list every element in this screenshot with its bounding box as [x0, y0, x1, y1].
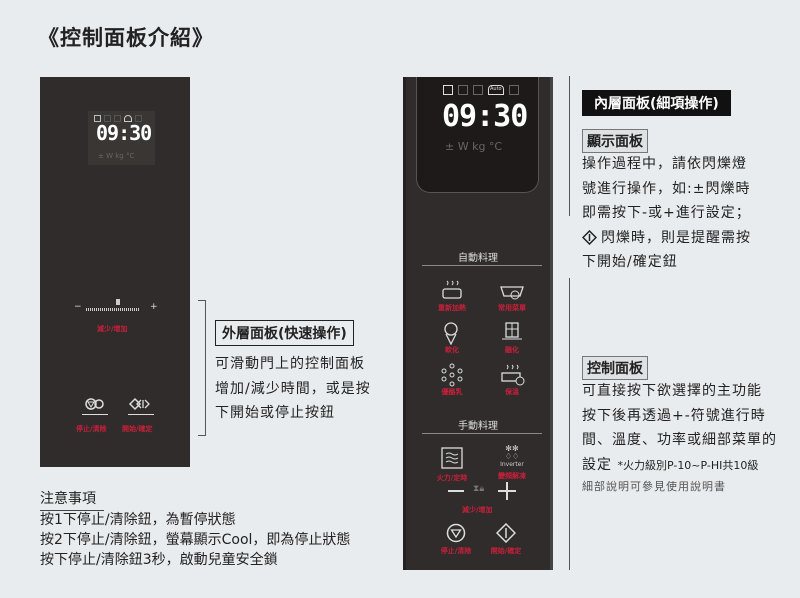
auto-section-title: 自動料理: [458, 253, 498, 264]
control-bracket: [569, 278, 570, 570]
inner-panel: Auto 09:30 ± W kg °C 自動料理 重新加熱 常用菜單 軟化 融…: [403, 77, 553, 570]
note-item: 按2下停止/清除鈕，螢幕顯示Cool，即為停止狀態: [40, 532, 351, 548]
desc-line: 下開始/確定鈕: [582, 254, 678, 270]
slider-track[interactable]: [86, 308, 140, 311]
divider: [422, 265, 542, 266]
auto-buttons: 重新加熱 常用菜單 軟化 融化 優酪乳 保溫: [422, 279, 542, 401]
outer-stop-button[interactable]: [82, 397, 108, 415]
notes-heading: 注意事項: [40, 488, 104, 511]
note-item: 按1下停止/清除鈕，為暫停狀態: [40, 512, 236, 528]
plus-button[interactable]: [498, 482, 516, 500]
desc-line: 閃爍時，則是提醒需按: [582, 226, 751, 251]
time-readout: 09:30: [96, 121, 152, 145]
display-bracket: [569, 76, 570, 216]
adjust-label: 減少/增加: [462, 506, 493, 514]
auto-button-yogurt[interactable]: 優酪乳: [422, 363, 482, 401]
auto-indicator: Auto: [488, 85, 504, 95]
outer-panel: 09:30 ± W kg °C − + 減少/增加 停止/清除 開始/確定: [40, 77, 190, 467]
desc-line: 可直接按下欲選擇的主功能: [582, 383, 762, 399]
lock-hourglass-icon: ⧗🔒︎: [473, 484, 485, 494]
desc-line: 即需按下-或+進行設定；: [582, 205, 751, 221]
start-icon: [128, 397, 150, 411]
indicator-row: ± W kg °C: [98, 152, 135, 160]
snowflake-drops-icon: ✻✻♢♢: [504, 444, 520, 461]
inner-display: Auto 09:30 ± W kg °C: [416, 77, 539, 193]
yogurt-icon: [441, 363, 463, 387]
stop-icon: [85, 398, 104, 410]
slider-minus[interactable]: −: [74, 302, 82, 312]
slider-plus[interactable]: +: [150, 302, 158, 312]
notes-list: 按1下停止/清除鈕，為暫停狀態 按2下停止/清除鈕，螢幕顯示Cool，即為停止狀…: [40, 510, 350, 570]
auto-button-melt[interactable]: 融化: [482, 321, 542, 359]
auto-button-menu[interactable]: 常用菜單: [482, 279, 542, 317]
outer-description: 可滑動門上的控制面板 增加/減少時間，或是按 下開始或停止按鈕: [215, 352, 371, 426]
reheat-auto-icon: [442, 280, 462, 299]
slider-handle[interactable]: [116, 299, 120, 305]
desc-line: 細部說明可參見使用說明書: [582, 480, 726, 493]
desc-line: 間、溫度、功率或細部菜單的: [582, 432, 777, 448]
minus-button[interactable]: [448, 490, 464, 492]
manual-section-title: 手動料理: [458, 421, 498, 432]
desc-line: 可滑動門上的控制面板: [215, 356, 365, 372]
auto-button-keep-warm[interactable]: 保溫: [482, 363, 542, 401]
indicator-row: ± W kg °C: [445, 140, 503, 153]
microwave-waves-icon: [441, 447, 463, 469]
inverter-defrost-button[interactable]: ✻✻♢♢ Inverter 變頻解凍: [482, 445, 542, 481]
keep-warm-icon: [501, 364, 525, 386]
mode-icons: [94, 115, 150, 123]
outer-bracket: [198, 300, 206, 436]
slider-label: 減少/增加: [97, 325, 128, 333]
outer-display: 09:30 ± W kg °C: [88, 111, 155, 165]
start-diamond-icon: [582, 230, 597, 246]
mode-icons: Auto: [443, 85, 519, 95]
control-description: 可直接按下欲選擇的主功能 按下後再透過+-符號進行時 間、溫度、功率或細部菜單的…: [582, 379, 777, 496]
note-item: 按下停止/清除鈕3秒，啟動兒童安全鎖: [40, 552, 278, 568]
desc-line: 按下後再透過+-符號進行時: [582, 407, 766, 424]
menu-pot-icon: [500, 286, 524, 300]
slider[interactable]: − +: [74, 299, 164, 319]
page-title: 《控制面板介紹》: [38, 26, 214, 50]
outer-start-button[interactable]: [128, 397, 154, 415]
time-readout: 09:30: [442, 99, 528, 134]
inner-callout: 內層面板(細項操作): [582, 90, 731, 116]
desc-line: 操作過程中，請依閃爍燈: [582, 156, 747, 172]
display-description: 操作過程中，請依閃爍燈 號進行操作，如:±閃爍時 即需按下-或+進行設定； 閃爍…: [582, 152, 751, 275]
start-icon: [496, 523, 516, 543]
outer-callout: 外層面板(快速操作): [215, 320, 354, 346]
divider: [422, 433, 542, 434]
control-heading: 控制面板: [582, 356, 648, 380]
display-heading: 顯示面板: [582, 129, 648, 153]
soften-icon: [444, 322, 458, 345]
desc-line: 下開始或停止按鈕: [215, 405, 335, 421]
power-timer-button[interactable]: 火力/定時: [422, 447, 482, 483]
inner-stop-button[interactable]: 停止/清除: [436, 523, 476, 556]
desc-line: 號進行操作，如:±閃爍時: [582, 180, 751, 197]
auto-button-reheat[interactable]: 重新加熱: [422, 279, 482, 317]
stop-icon: [446, 523, 466, 543]
outer-start-label: 開始/確定: [122, 425, 153, 433]
desc-line: 設定 *火力級別P-10~P-HI共10級: [582, 456, 759, 473]
inner-start-button[interactable]: 開始/確定: [486, 523, 526, 556]
melt-icon: [502, 322, 522, 340]
desc-line: 增加/減少時間，或是按: [215, 380, 371, 397]
auto-button-soften[interactable]: 軟化: [422, 321, 482, 359]
outer-stop-label: 停止/清除: [76, 425, 107, 433]
